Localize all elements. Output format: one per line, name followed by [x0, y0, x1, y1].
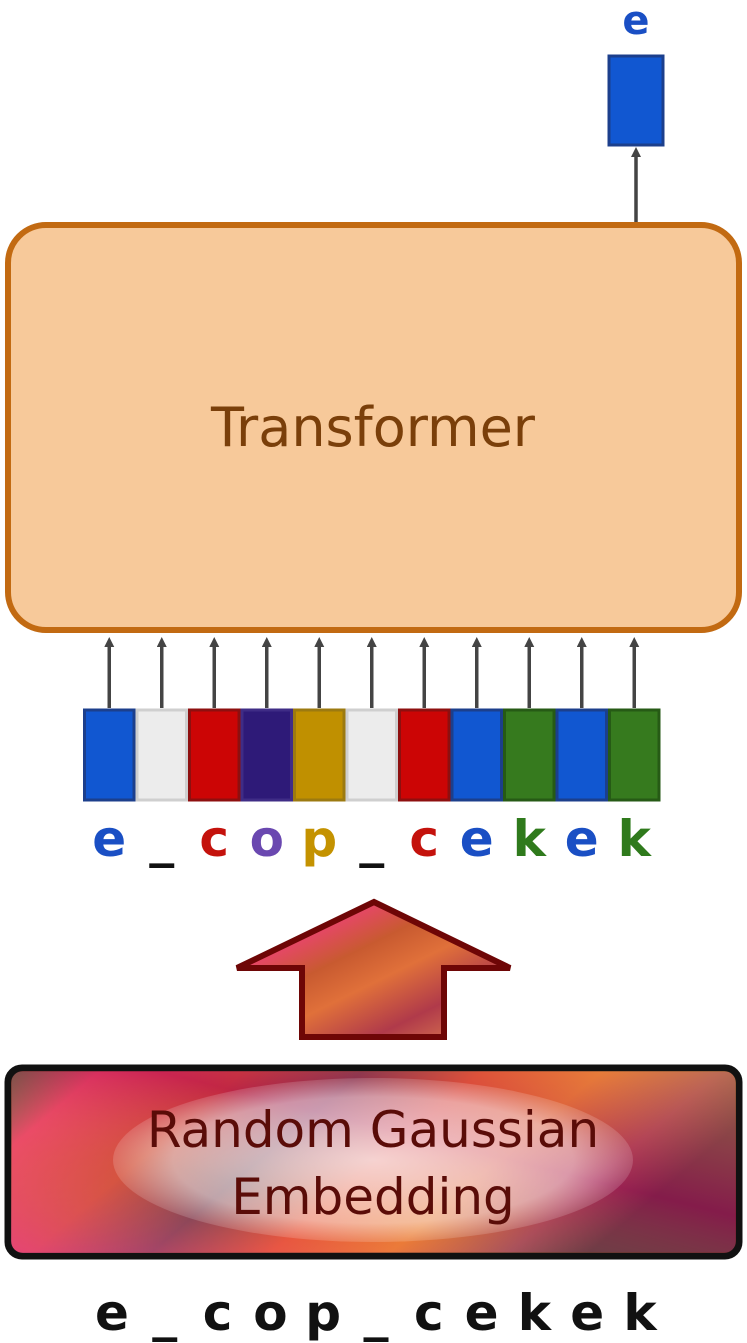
token-box [83, 708, 136, 802]
token-box [450, 708, 503, 802]
token-letter: e [460, 810, 494, 868]
token-letter: k [513, 810, 548, 868]
token-letter: c [409, 810, 439, 868]
token-letter: _ [149, 810, 174, 868]
input-sequence-char: e [465, 1284, 499, 1342]
token-box [293, 708, 346, 802]
token-box [398, 708, 451, 802]
embedding-label-line2: Embedding [231, 1168, 515, 1226]
transformer-block [5, 222, 742, 633]
embedding-label-line1: Random Gaussian [147, 1101, 599, 1159]
token-box [555, 708, 608, 802]
input-sequence-char: k [623, 1284, 658, 1342]
input-sequence-char: c [203, 1284, 233, 1342]
transformer-label: Transformer [210, 396, 536, 459]
token-box [503, 708, 556, 802]
input-sequence-char: e [570, 1284, 604, 1342]
input-sequence-char: o [253, 1284, 287, 1342]
input-sequence-char: k [518, 1284, 553, 1342]
token-letter: _ [359, 810, 384, 868]
token-box [188, 708, 241, 802]
input-sequence-char: c [414, 1284, 444, 1342]
input-sequence-char: _ [152, 1284, 177, 1342]
token-letter: e [92, 810, 126, 868]
embedding-up-arrow [235, 898, 512, 1040]
token-letter: o [250, 810, 284, 868]
gaussian-embedding-box [4, 1064, 743, 1260]
input-sequence-char: _ [364, 1284, 389, 1342]
token-letter: k [618, 810, 653, 868]
token-arrows [104, 637, 640, 708]
token-embedding-boxes [83, 708, 661, 802]
token-box [135, 708, 188, 802]
input-sequence-char: e [95, 1284, 129, 1342]
token-box [608, 708, 661, 802]
output-token-box [607, 54, 665, 147]
input-sequence-char: p [305, 1284, 341, 1342]
token-letter: c [199, 810, 229, 868]
token-box [345, 708, 398, 802]
token-letter: e [565, 810, 599, 868]
output-token-letter: e [622, 0, 649, 44]
token-letter: p [301, 810, 337, 868]
token-box [240, 708, 293, 802]
